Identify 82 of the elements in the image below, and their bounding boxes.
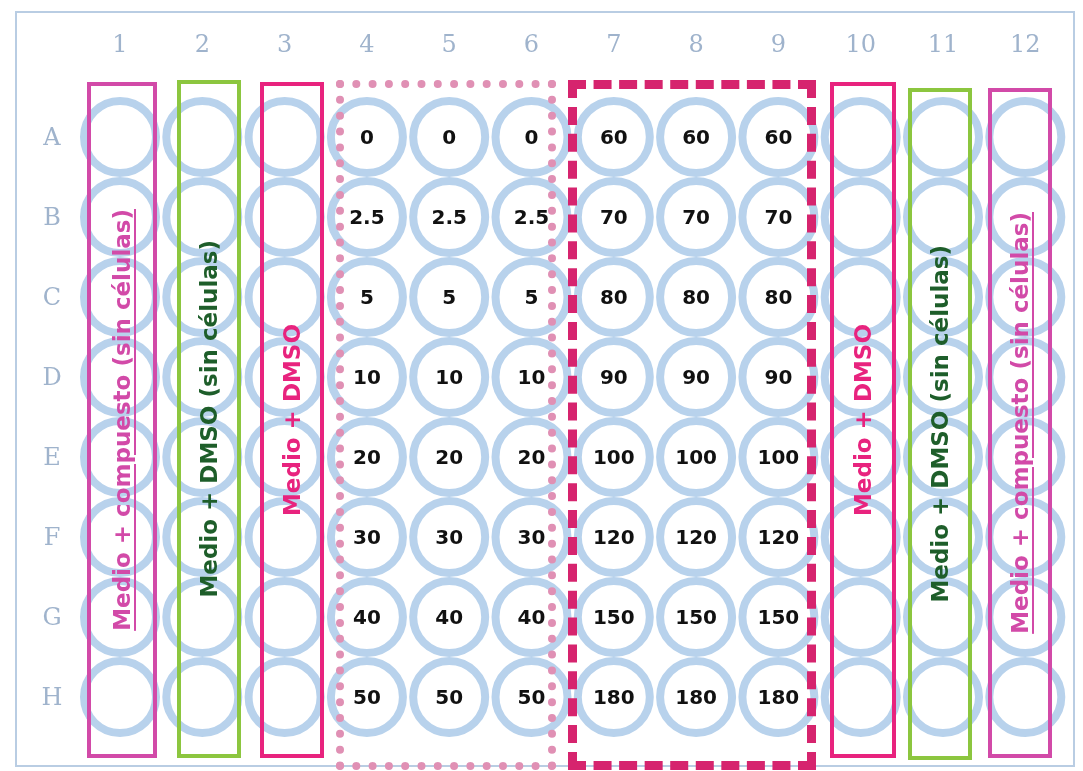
- column-group-box: [87, 82, 157, 758]
- concentration-label: 2.5: [513, 205, 550, 229]
- column-number: 12: [1010, 30, 1041, 58]
- column-label: Medio + DMSO (sin células): [927, 245, 953, 603]
- concentration-label: 50: [517, 685, 546, 709]
- concentration-label: 10: [352, 365, 381, 389]
- well-group-box: [336, 80, 556, 770]
- column-group-box: [908, 88, 972, 760]
- concentration-label: 100: [757, 445, 800, 469]
- concentration-label: 0: [359, 125, 374, 149]
- concentration-label: 2.5: [431, 205, 467, 229]
- concentration-label: 120: [757, 525, 800, 549]
- concentration-label: 20: [435, 445, 464, 469]
- concentration-label: 20: [517, 445, 546, 469]
- concentration-label: 0: [442, 125, 457, 149]
- concentration-label: 40: [352, 605, 381, 629]
- concentration-label: 80: [764, 285, 793, 309]
- column-number: 4: [359, 30, 375, 58]
- column-label: Medio + DMSO (sin células): [196, 240, 222, 598]
- concentration-label: 40: [435, 605, 464, 629]
- column-label: Medio + compuesto (sin células): [109, 209, 135, 631]
- concentration-label: 30: [435, 525, 464, 549]
- concentration-label: 60: [764, 125, 793, 149]
- concentration-label: 40: [517, 605, 546, 629]
- column-label: Medio + DMSO: [279, 324, 305, 516]
- concentration-label: 10: [517, 365, 546, 389]
- concentration-label: 150: [757, 605, 800, 629]
- concentration-label: 5: [524, 285, 539, 309]
- concentration-label: 30: [517, 525, 546, 549]
- concentration-label: 80: [599, 285, 628, 309]
- concentration-label: 70: [599, 205, 628, 229]
- row-letter: H: [41, 683, 63, 711]
- column-number: 7: [606, 30, 622, 58]
- column-label: Medio + compuesto (sin células): [1007, 212, 1033, 634]
- concentration-label: 50: [352, 685, 381, 709]
- concentration-label: 120: [675, 525, 717, 549]
- concentration-label: 5: [442, 285, 457, 309]
- concentration-label: 80: [682, 285, 710, 309]
- concentration-label: 180: [675, 685, 717, 709]
- concentration-label: 150: [592, 605, 635, 629]
- concentration-label: 180: [592, 685, 635, 709]
- concentration-label: 10: [435, 365, 464, 389]
- concentration-label: 60: [682, 125, 710, 149]
- concentration-label: 70: [682, 205, 710, 229]
- column-group-box: [177, 80, 241, 758]
- column-group-box: [830, 82, 896, 758]
- column-group-box: [988, 88, 1052, 758]
- column-number: 1: [112, 30, 128, 58]
- column-number: 5: [441, 30, 457, 58]
- concentration-label: 30: [352, 525, 381, 549]
- row-letter: D: [42, 363, 62, 391]
- concentration-label: 0: [524, 125, 539, 149]
- column-number: 10: [845, 30, 876, 58]
- column-group-box: [260, 82, 324, 758]
- well-group-box: [568, 80, 816, 770]
- concentration-label: 70: [764, 205, 793, 229]
- concentration-label: 20: [352, 445, 381, 469]
- row-letter: C: [42, 283, 62, 311]
- concentration-label: 50: [435, 685, 464, 709]
- column-label: Medio + DMSO: [850, 324, 876, 516]
- concentration-label: 5: [359, 285, 374, 309]
- concentration-label: 90: [599, 365, 628, 389]
- row-letter: F: [43, 523, 61, 551]
- column-number: 11: [927, 30, 959, 58]
- row-letter: A: [43, 123, 61, 151]
- concentration-label: 100: [675, 445, 717, 469]
- concentration-label: 60: [599, 125, 628, 149]
- row-letter: E: [43, 443, 61, 471]
- concentration-label: 100: [592, 445, 635, 469]
- column-number: 8: [688, 30, 704, 58]
- concentration-label: 90: [764, 365, 793, 389]
- row-letter: B: [43, 203, 61, 231]
- concentration-label: 90: [682, 365, 710, 389]
- concentration-label: 2.5: [349, 205, 385, 229]
- column-number: 9: [770, 30, 787, 58]
- concentration-label: 180: [757, 685, 800, 709]
- column-number: 3: [276, 30, 293, 58]
- column-number: 6: [523, 30, 540, 58]
- concentration-label: 120: [592, 525, 635, 549]
- column-number: 2: [194, 30, 210, 58]
- row-letter: G: [42, 603, 62, 631]
- concentration-label: 150: [675, 605, 717, 629]
